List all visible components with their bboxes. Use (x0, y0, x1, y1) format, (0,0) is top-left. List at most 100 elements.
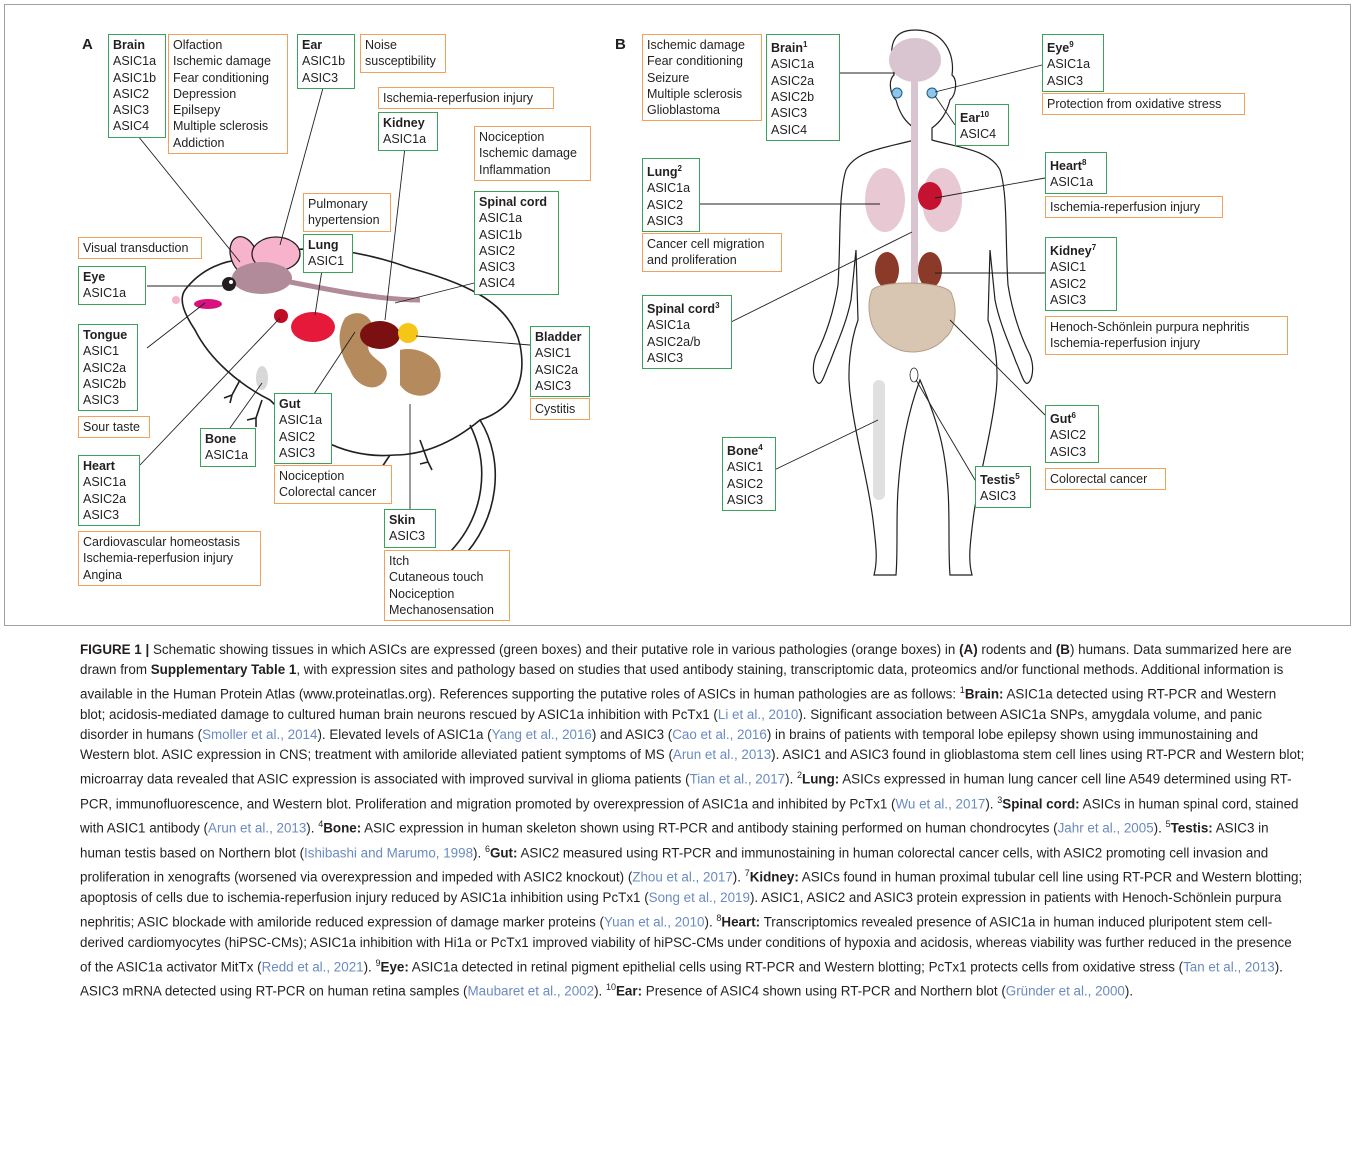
citation-link[interactable]: Redd et al., 2021 (262, 959, 364, 974)
rodent-kidney-role-box: Ischemia-reperfusion injury (378, 87, 554, 109)
ref-sup: 5 (1015, 472, 1019, 481)
human-heart (918, 182, 942, 210)
human-bone-box: Bone4 ASIC1 ASIC2 ASIC3 (722, 437, 776, 511)
caption-tissue-label: Testis: (1171, 821, 1213, 836)
role-item: Nociception (389, 586, 505, 602)
caption-text: ). (705, 914, 717, 929)
human-kidney-box: Kidney7 ASIC1 ASIC2 ASIC3 (1045, 237, 1117, 311)
rodent-lung (291, 312, 335, 342)
citation-link[interactable]: Yang et al., 2016 (492, 727, 592, 742)
human-ear-box: Ear10 ASIC4 (955, 104, 1009, 146)
asic-item: ASIC4 (479, 275, 554, 291)
citation-link[interactable]: Li et al., 2010 (718, 707, 798, 722)
asic-item: ASIC1 (727, 459, 771, 475)
human-eye-role-box: Protection from oxidative stress (1042, 93, 1245, 115)
citation-link[interactable]: Smoller et al., 2014 (202, 727, 317, 742)
rodent-spinal-cord (280, 280, 420, 300)
citation-link[interactable]: Tan et al., 2013 (1183, 959, 1275, 974)
role-item: Henoch-Schönlein purpura nephritis (1050, 319, 1283, 335)
asic-item: ASIC2b (83, 376, 133, 392)
citation-link[interactable]: Arun et al., 2013 (673, 747, 771, 762)
citation-link[interactable]: Arun et al., 2013 (208, 821, 306, 836)
rodent-kidney-title: Kidney (383, 115, 433, 131)
caption-panel-ref: (A) (959, 642, 978, 657)
asic-item: ASIC3 (727, 492, 771, 508)
asic-item: ASIC1b (302, 53, 350, 69)
role-item: Mechanosensation (389, 602, 505, 618)
asic-item: ASIC1a (479, 210, 554, 226)
role-item: Fear conditioning (647, 53, 757, 69)
rodent-spinal-box: Spinal cord ASIC1a ASIC1b ASIC2 ASIC3 AS… (474, 191, 559, 295)
caption-text: ASIC expression in human skeleton shown … (361, 821, 1057, 836)
citation-link[interactable]: Zhou et al., 2017 (632, 870, 733, 885)
asic-item: ASIC3 (647, 213, 695, 229)
caption-tissue-label: Bone: (323, 821, 361, 836)
ref-sup: 3 (715, 301, 719, 310)
rodent-bone-box: Bone ASIC1a (200, 428, 256, 467)
rodent-skin-title: Skin (389, 512, 431, 528)
ref-sup: 9 (1069, 40, 1073, 49)
caption-text: ). (473, 845, 485, 860)
asic-item: ASIC1a (113, 53, 161, 69)
asic-item: ASIC3 (83, 507, 135, 523)
ref-sup: 2 (678, 164, 682, 173)
caption-tissue-label: Spinal cord: (1002, 796, 1079, 811)
rodent-lung-title: Lung (308, 237, 348, 253)
asic-item: ASIC3 (1047, 73, 1099, 89)
human-heart-role-box: Ischemia-reperfusion injury (1045, 196, 1223, 218)
role-item: Addiction (173, 135, 283, 151)
rodent-gut-box: Gut ASIC1a ASIC2 ASIC3 (274, 393, 332, 464)
human-kidney-title: Kidney (1050, 244, 1092, 258)
rodent-spinal-roles-box: Nociception Ischemic damage Inflammation (474, 126, 591, 181)
caption-text: Schematic showing tissues in which ASICs… (149, 642, 959, 657)
asic-item: ASIC3 (647, 350, 727, 366)
asic-item: ASIC3 (83, 392, 133, 408)
citation-link[interactable]: Jahr et al., 2005 (1058, 821, 1154, 836)
role-item: Depression (173, 86, 283, 102)
ref-sup: 7 (1092, 243, 1096, 252)
asic-item: ASIC1a (83, 285, 141, 301)
rodent-tongue (194, 299, 222, 309)
citation-link[interactable]: Cao et al., 2016 (672, 727, 767, 742)
caption-table-ref[interactable]: Supplementary Table 1 (151, 662, 297, 677)
rodent-bladder-title: Bladder (535, 329, 585, 345)
rodent-tongue-role-box: Sour taste (78, 416, 150, 438)
asic-item: ASIC2 (1050, 427, 1094, 443)
human-heart-title: Heart (1050, 159, 1082, 173)
asic-item: ASIC3 (535, 378, 585, 394)
role-item: Protection from oxidative stress (1047, 96, 1240, 112)
role-item: hypertension (308, 212, 386, 228)
citation-link[interactable]: Tian et al., 2017 (690, 772, 786, 787)
human-gut-title: Gut (1050, 412, 1072, 426)
role-item: Cystitis (535, 401, 585, 417)
rodent-gut-title: Gut (279, 396, 327, 412)
caption-tissue-label: Kidney: (750, 870, 799, 885)
rodent-tongue-title: Tongue (83, 327, 133, 343)
citation-link[interactable]: Yuan et al., 2010 (604, 914, 705, 929)
caption-tissue-label: Brain: (965, 687, 1004, 702)
asic-item: ASIC1a (1050, 174, 1102, 190)
role-item: Itch (389, 553, 505, 569)
caption-tissue-label: Gut: (490, 845, 518, 860)
human-lung-roles-box: Cancer cell migration and proliferation (642, 233, 782, 272)
human-bone-title: Bone (727, 444, 758, 458)
human-testis-box: Testis5 ASIC3 (975, 466, 1031, 508)
asic-item: ASIC1b (113, 70, 161, 86)
ref-sup: 10 (980, 110, 989, 119)
rodent-gut-roles-box: Nociception Colorectal cancer (274, 465, 392, 504)
citation-link[interactable]: Wu et al., 2017 (896, 796, 986, 811)
citation-link[interactable]: Song et al., 2019 (649, 890, 750, 905)
rodent-eye-title: Eye (83, 269, 141, 285)
citation-link[interactable]: Ishibashi and Marumo, 1998 (304, 845, 473, 860)
role-item: Ischemia-reperfusion injury (383, 90, 549, 106)
ref-sup: 8 (1082, 158, 1086, 167)
citation-link[interactable]: Maubaret et al., 2002 (468, 984, 595, 999)
human-brain-title: Brain (771, 41, 803, 55)
rodent-heart (274, 309, 288, 323)
citation-link[interactable]: Gründer et al., 2000 (1006, 984, 1125, 999)
caption-text: ). (985, 796, 997, 811)
human-eye (892, 88, 902, 98)
asic-item: ASIC2b (771, 89, 835, 105)
caption-text: ASIC1a detected in retinal pigment epith… (409, 959, 1183, 974)
caption-text: ). Elevated levels of ASIC1a ( (317, 727, 491, 742)
